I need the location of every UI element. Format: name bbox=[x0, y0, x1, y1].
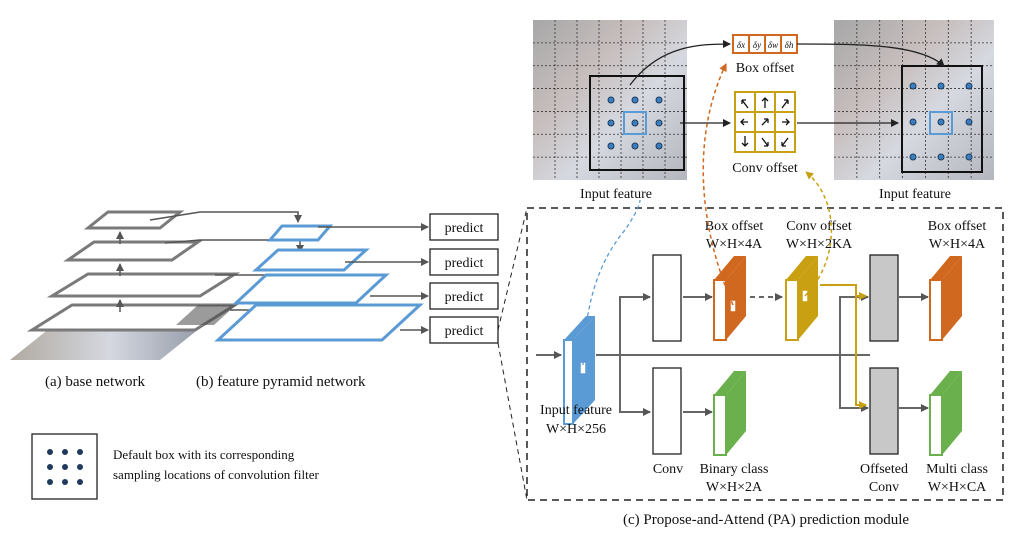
multi-class-tensor bbox=[929, 371, 962, 456]
offseted-conv-box-bottom bbox=[869, 367, 899, 455]
input-feature-module-dim: W×H×256 bbox=[546, 422, 606, 437]
predict-arrows bbox=[318, 223, 429, 334]
offseted-conv-label: Conv bbox=[869, 480, 899, 495]
input-feature-module-label: Input feature bbox=[540, 403, 612, 418]
base-layer-3 bbox=[63, 240, 203, 262]
offseted-label: Offseted bbox=[860, 462, 908, 477]
predict-boxes: predict predict predict predict bbox=[429, 213, 499, 344]
anchor-cell-left bbox=[623, 111, 647, 135]
input-feature-right: Input feature bbox=[834, 20, 994, 202]
predict-label-1: predict bbox=[445, 221, 484, 236]
conv-box-top bbox=[652, 254, 682, 342]
box-offset-dim-1: W×H×4A bbox=[706, 237, 763, 252]
predict-label-3: predict bbox=[445, 290, 484, 305]
base-layer-4 bbox=[83, 210, 185, 230]
conv-offset-dim: W×H×2KA bbox=[786, 237, 853, 252]
delta-w: δw bbox=[768, 40, 778, 50]
multi-class-label: Multi class bbox=[926, 462, 988, 477]
caption-base-network: (a) base network bbox=[45, 374, 145, 390]
orange-dashed-link bbox=[702, 63, 734, 306]
input-feature-left-label: Input feature bbox=[580, 187, 652, 202]
offseted-conv-box-top bbox=[869, 254, 899, 342]
input-feature-right-label: Input feature bbox=[879, 187, 951, 202]
box-offset-label-2: Box offset bbox=[928, 219, 987, 234]
input-feature-left: Input feature bbox=[533, 20, 687, 202]
box-offset-top-label: Box offset bbox=[736, 61, 795, 76]
predict-box-4 bbox=[429, 316, 499, 344]
predict-label-2: predict bbox=[445, 256, 484, 271]
conv-offset-label: Conv offset bbox=[786, 219, 852, 234]
gold-dashed-link bbox=[804, 171, 833, 297]
legend-text-2: sampling locations of convolution filter bbox=[113, 467, 319, 482]
legend-dots bbox=[47, 449, 83, 485]
fpn-layer-4 bbox=[214, 303, 424, 342]
offset-paths bbox=[820, 284, 867, 409]
blue-dashed-link bbox=[582, 199, 641, 366]
box-offset-label-1: Box offset bbox=[705, 219, 764, 234]
delta-x: δx bbox=[737, 40, 745, 50]
box-offset-output-tensor bbox=[929, 256, 962, 341]
legend-text-1: Default box with its corresponding bbox=[113, 447, 295, 462]
delta-y: δy bbox=[753, 40, 761, 50]
top-arrows bbox=[629, 40, 945, 127]
box-offset-tensor bbox=[713, 256, 746, 341]
binary-class-dim: W×H×2A bbox=[706, 480, 763, 495]
conv-offset-top-label: Conv offset bbox=[732, 161, 798, 176]
legend: Default box with its corresponding sampl… bbox=[31, 433, 319, 500]
base-layer-2 bbox=[46, 272, 241, 298]
fpn-layer-3 bbox=[232, 273, 390, 305]
delta-h: δh bbox=[785, 40, 794, 50]
delta-box-offset: δx δy δw δh Box offset bbox=[732, 34, 798, 76]
conv-offset-grid: Conv offset bbox=[732, 91, 798, 176]
multi-class-dim: W×H×CA bbox=[928, 480, 987, 495]
fpn-layer-1 bbox=[266, 224, 334, 242]
anchor-cell-right bbox=[929, 111, 953, 135]
binary-class-label: Binary class bbox=[700, 462, 769, 477]
caption-pa-module: (c) Propose-and-Attend (PA) prediction m… bbox=[623, 512, 909, 528]
box-offset-dim-2: W×H×4A bbox=[929, 237, 986, 252]
conv-offset-tensor bbox=[785, 256, 818, 341]
caption-fpn: (b) feature pyramid network bbox=[196, 374, 366, 390]
predict-label-4: predict bbox=[445, 324, 484, 339]
predict-box-1 bbox=[429, 213, 499, 241]
fpn-layer-2 bbox=[252, 248, 370, 272]
base-network bbox=[10, 210, 241, 360]
conv-label: Conv bbox=[653, 462, 683, 477]
feature-pyramid bbox=[214, 224, 424, 342]
predict-box-2 bbox=[429, 248, 499, 276]
conv-box-bottom bbox=[652, 367, 682, 455]
binary-class-tensor bbox=[713, 371, 746, 456]
predict-box-3 bbox=[429, 282, 499, 310]
